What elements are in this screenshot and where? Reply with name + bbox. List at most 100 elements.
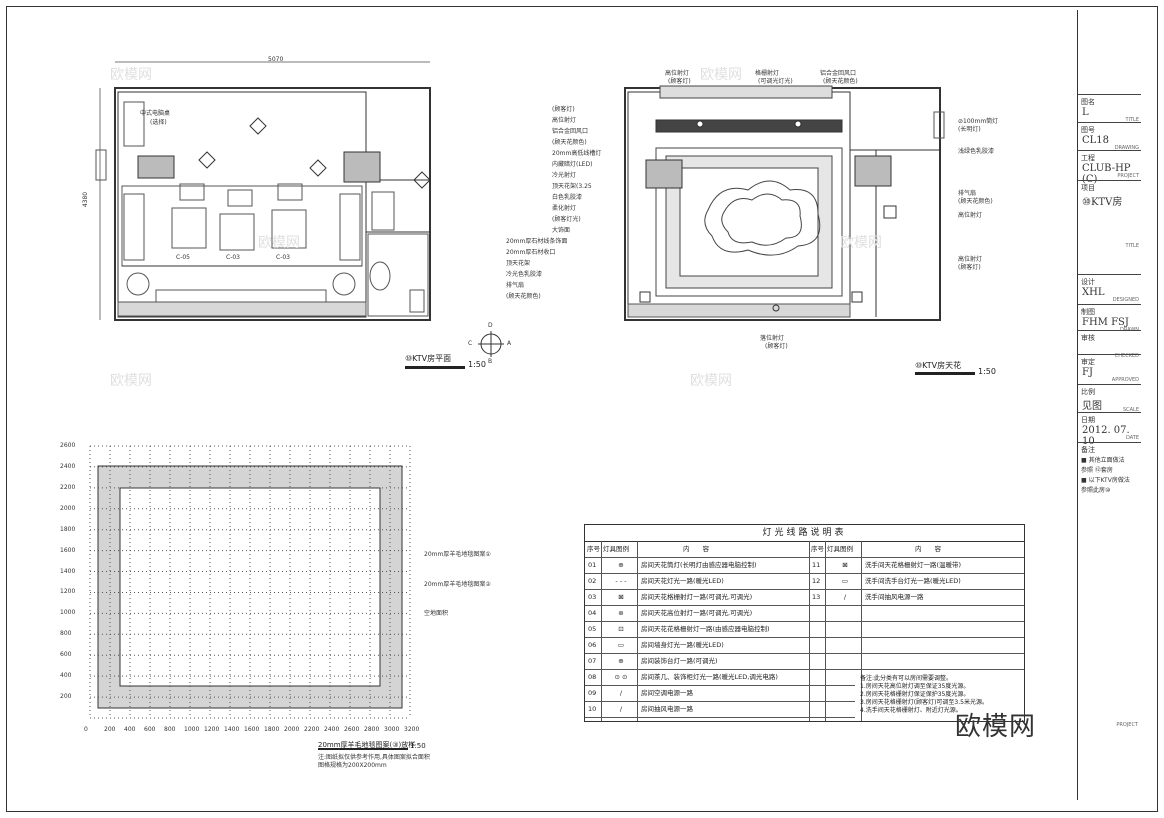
- legend-note-line: 2.房间天花格栅射灯保证保护35度光源。: [860, 691, 970, 698]
- carpet-x-tick: 3000: [384, 726, 400, 733]
- legend-row-no: 13: [812, 593, 821, 601]
- ceiling-right-label: (顾天花颜色): [958, 198, 993, 205]
- carpet-note-1: 注:图纸拟仅供参考作用,具体图案拟合面积: [318, 754, 430, 761]
- faint-watermark: 欧模网: [700, 67, 742, 83]
- ceiling-top-label: (可调光灯光): [758, 78, 793, 85]
- remarks-line: ■ 以下KTV房做法: [1081, 477, 1130, 484]
- title-block-en: DESIGNED: [1112, 297, 1139, 303]
- carpet-caption: 20mm厚羊毛地毯图案(③)放样: [318, 741, 416, 749]
- title-block-label: 图号: [1081, 126, 1095, 134]
- title-block-label: 审定: [1081, 358, 1095, 366]
- legend-header-row: 序号 灯具图例 内 容 序号 灯具图例 内 容: [585, 541, 1024, 558]
- ceiling-caption-underline: [915, 372, 975, 375]
- faint-watermark: 欧模网: [110, 373, 152, 389]
- carpet-x-tick: 1000: [184, 726, 200, 733]
- legend-row-no: 03: [588, 593, 597, 601]
- legend-row-text: 房间天花筒灯(长明灯由感应器电脑控制): [641, 561, 757, 569]
- legend-row-icon: ⊕: [618, 657, 624, 665]
- floor-plan: [95, 61, 504, 357]
- legend-row-text: 房间天花格栅射灯一路(可调光,可调光): [641, 593, 753, 601]
- legend-row-text: 房间墙身灯光一路(暖光LED): [641, 641, 724, 649]
- carpet-x-tick: 2000: [284, 726, 300, 733]
- ceiling-top-label: 铝合金回风口: [820, 70, 857, 77]
- ceiling-left-label: (顾天花颜色): [506, 293, 541, 300]
- title-block-label: 工程: [1081, 154, 1095, 162]
- floor-caption-underline: [405, 366, 465, 369]
- carpet-y-tick: 2400: [60, 462, 76, 470]
- ceiling-left-label: 20mm高低线槽灯: [552, 150, 602, 157]
- ceiling-bottom-label-note: (顾客灯): [765, 343, 788, 350]
- brand-watermark: 欧模网: [955, 712, 1037, 742]
- ceiling-left-label: 20mm厚石材线条饰面: [506, 238, 568, 245]
- legend-divider: [809, 541, 810, 721]
- legend-row-text: 房间天花花格栅射灯一路(由感应器电脑控制): [641, 625, 770, 633]
- legend-title: 灯光线路说明表: [585, 525, 1024, 542]
- legend-divider: [825, 541, 826, 721]
- legend-row-text: 房间天花灯光一路(暖光LED): [641, 577, 724, 585]
- title-block-en: DRAWING: [1114, 145, 1139, 151]
- floor-label-c03a: C-03: [226, 254, 240, 261]
- legend-header-no-2: 序号: [811, 545, 824, 553]
- legend-header-no: 序号: [587, 545, 600, 553]
- carpet-x-tick: 1600: [244, 726, 260, 733]
- ceiling-left-label: 白色乳胶漆: [552, 194, 583, 201]
- legend-row: 07⊕房间装饰台灯一路(可调光): [585, 653, 1024, 670]
- ceiling-left-label: (顾客灯光): [552, 216, 581, 223]
- ceiling-right-label: 浅绿色乳胶漆: [958, 148, 995, 155]
- legend-row-icon: /: [843, 593, 847, 601]
- legend-note-line: 3.房间天花格栅射灯(顾客灯)可调至3.5米光源。: [860, 699, 988, 706]
- legend-header-content-2: 内 容: [915, 545, 941, 553]
- carpet-scale: 1:50: [410, 742, 426, 750]
- legend-divider: [637, 541, 638, 721]
- legend-row-icon: ⊡: [618, 625, 624, 633]
- legend-row-no: 06: [588, 641, 597, 649]
- legend-row: 04⊛房间天花高位射灯一路(可调光,可调光): [585, 605, 1024, 622]
- carpet-y-tick: 400: [60, 672, 72, 680]
- ceiling-left-label: 高位射灯: [552, 117, 577, 124]
- title-block-value: 见图: [1082, 401, 1102, 412]
- legend-row-icon: ⊠: [618, 593, 624, 601]
- legend-row: 09/房间空调电源一路: [585, 685, 855, 702]
- carpet-y-tick: 2600: [60, 442, 76, 449]
- ceiling-top-label: 格栅射灯: [755, 70, 780, 77]
- legend-row: 05⊡房间天花花格栅射灯一路(由感应器电脑控制): [585, 621, 1024, 638]
- carpet-pattern-plan: [89, 445, 411, 719]
- faint-watermark: 欧模网: [840, 235, 882, 251]
- carpet-x-tick: 2800: [364, 726, 380, 733]
- faint-watermark: 欧模网: [690, 373, 732, 389]
- ceiling-left-label: 内藏暗灯(LED): [552, 161, 593, 168]
- legend-row: 01⊕房间天花筒灯(长明灯由感应器电脑控制)11⊠洗手间天花格栅射灯一路(温暖带…: [585, 557, 1024, 574]
- ceiling-right-label: ⊘100mm筒灯: [958, 118, 999, 125]
- carpet-x-tick: 200: [104, 726, 116, 733]
- ceiling-left-label: 顶天花架: [506, 260, 531, 267]
- legend-divider: [601, 541, 602, 721]
- carpet-side-label-3: 空地面积: [424, 610, 449, 617]
- title-block-label: 项目: [1081, 184, 1095, 192]
- carpet-x-tick: 400: [124, 726, 136, 733]
- legend-header-content: 内 容: [683, 545, 709, 553]
- legend-row-no: 11: [812, 561, 821, 569]
- ceiling-left-label: (顾天花颜色): [552, 139, 587, 146]
- floor-label-desk: 中式电脑桌: [140, 110, 171, 117]
- legend-row-no: 04: [588, 609, 597, 617]
- legend-row: 10/房间抽风电源一路: [585, 701, 855, 718]
- carpet-x-tick: 800: [164, 726, 176, 733]
- legend-row-text: 洗手间洗手台灯光一路(暖光LED): [865, 577, 961, 585]
- legend-row-no: 08: [588, 673, 597, 681]
- legend-row-no: 10: [588, 705, 597, 713]
- legend-notes: 备注:此分类有可以房间需要调整。1.房间天花高位射灯调至保证35度光源。2.房间…: [860, 675, 988, 715]
- remarks-label: 备注: [1081, 446, 1095, 454]
- legend-note-line: 备注:此分类有可以房间需要调整。: [860, 675, 953, 682]
- legend-row-icon: ▭: [617, 641, 625, 649]
- ceiling-left-label: 顶天花架(3.25: [552, 183, 592, 190]
- title-block-en: TITLE: [1125, 243, 1139, 249]
